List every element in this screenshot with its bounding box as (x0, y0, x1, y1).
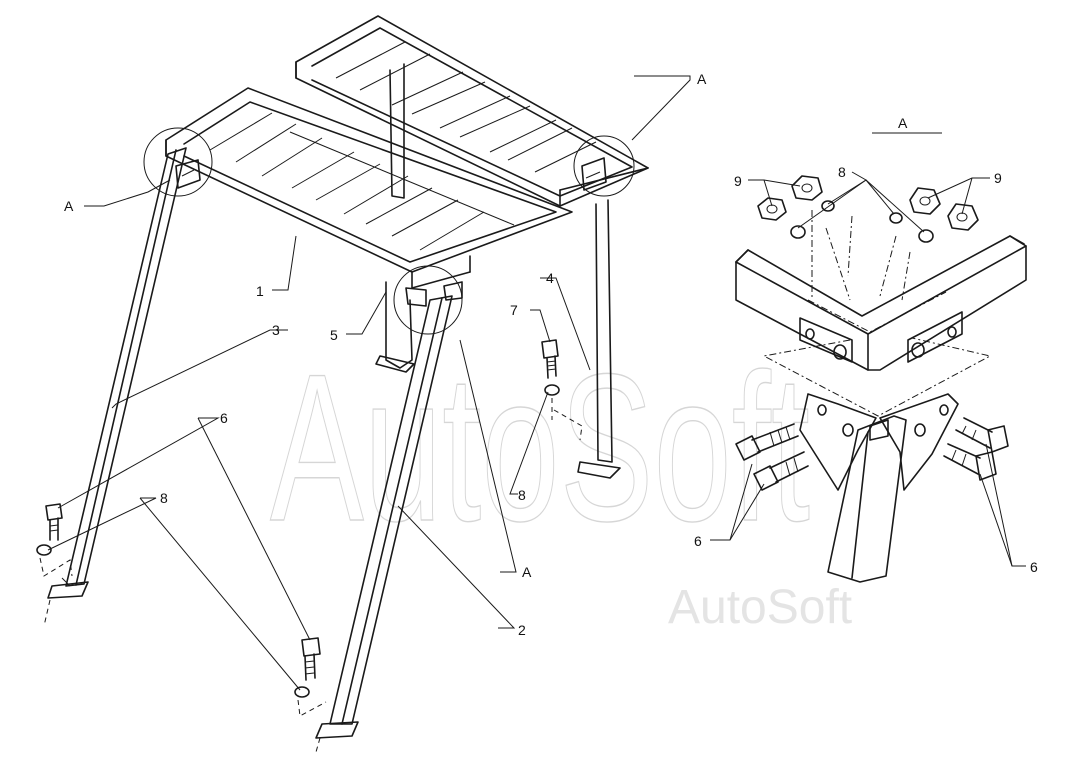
bolt-6-front-foot (294, 637, 327, 753)
callout-part-9-left: 9 (734, 173, 742, 189)
work-stand-assembly (36, 15, 691, 753)
callout-part-8-detail: 8 (838, 164, 846, 180)
callout-part-1: 1 (256, 283, 264, 299)
callout-a-left: A (64, 198, 74, 214)
front-rack-frame (165, 87, 573, 373)
leg-2 (315, 295, 453, 739)
watermark-large: AutoSoft (270, 330, 810, 565)
detail-a-marker-right (573, 135, 635, 197)
detail-beam (735, 235, 1027, 371)
callout-a-top-right: A (697, 71, 707, 87)
detail-a-marker-left (143, 127, 213, 197)
callout-a-bottom: A (522, 564, 532, 580)
detail-projection-lines (762, 210, 992, 417)
detail-bolt-6-left-upper (735, 423, 799, 461)
detail-a-marker-center (393, 265, 463, 335)
watermark-small: AutoSoft (668, 581, 852, 634)
detail-bolt-6-right-upper (955, 417, 1009, 453)
detail-view-a (710, 132, 1027, 583)
detail-washers-8 (790, 200, 934, 243)
leg-3 (47, 147, 187, 599)
bolt-7 (541, 339, 583, 441)
detail-bolt-6-left-lower (753, 451, 809, 491)
callout-part-6-detail-right: 6 (1030, 559, 1038, 575)
callout-part-4: 4 (546, 270, 554, 286)
callout-part-9-right: 9 (994, 170, 1002, 186)
callout-part-3: 3 (272, 322, 280, 338)
detail-leader-lines (710, 171, 1026, 567)
callout-part-5: 5 (330, 327, 338, 343)
rear-rack-frame (295, 15, 649, 479)
leader-lines (47, 75, 691, 691)
detail-leg-with-brackets (799, 393, 959, 583)
detail-title: A (898, 115, 908, 131)
callout-part-8-mid: 8 (518, 487, 526, 503)
detail-nuts-9 (757, 175, 979, 231)
callout-part-6-detail-left: 6 (694, 533, 702, 549)
callout-part-8-left: 8 (160, 490, 168, 506)
callout-part-7: 7 (510, 302, 518, 318)
detail-bolt-6-right-lower (943, 443, 997, 481)
callout-part-6-left: 6 (220, 410, 228, 426)
callout-part-2: 2 (518, 622, 526, 638)
bolt-6-left-foot (36, 503, 73, 627)
